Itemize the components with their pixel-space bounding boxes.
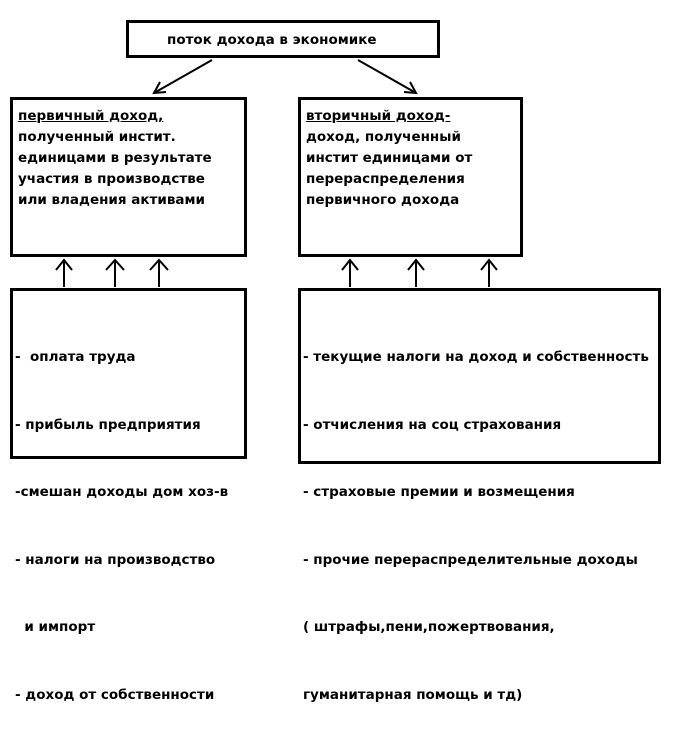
secondary-income-components-list: - текущие налоги на доход и собственност…: [303, 301, 649, 751]
arrow-primary-3: [149, 258, 169, 287]
list-item: -смешан доходы дом хоз-в: [15, 484, 229, 500]
list-item: - оплата труда: [15, 349, 136, 365]
arrow-secondary-1: [341, 258, 359, 287]
list-item: - прочие перераспределительные доходы: [303, 551, 638, 568]
arrow-title-to-primary: [152, 59, 213, 95]
list-item: - доход от собственности: [15, 686, 215, 703]
primary-income-line: участия в производстве: [18, 171, 205, 187]
arrow-secondary-2: [407, 258, 425, 287]
secondary-income-line: доход, полученный: [306, 129, 461, 145]
list-item: и импорт: [15, 619, 96, 635]
secondary-income-text: вторичный доход- доход, полученный инсти…: [306, 106, 472, 211]
list-item: - текущие налоги на доход и собственност…: [303, 349, 649, 365]
list-item: гуманитарная помощь и тд): [303, 686, 523, 703]
primary-income-line: или владения активами: [18, 192, 205, 208]
arrow-title-to-secondary: [357, 59, 418, 95]
primary-income-components-box: - оплата труда - прибыль предприятия -см…: [10, 288, 247, 703]
secondary-income-line: перераспределения: [306, 171, 465, 187]
primary-income-box: первичный доход, полученный инстит. един…: [10, 97, 247, 257]
primary-income-line: единицами в результате: [18, 150, 212, 166]
list-item: - отчисления на соц страхования: [303, 416, 562, 433]
secondary-income-components-box: - текущие налоги на доход и собственност…: [298, 288, 661, 703]
diagram-title: поток дохода в экономике: [167, 32, 377, 48]
secondary-income-line: инстит единицами от: [306, 150, 473, 166]
list-item: - страховые премии и возмещения: [303, 484, 575, 500]
secondary-income-box: вторичный доход- доход, полученный инсти…: [298, 97, 523, 257]
primary-income-line: полученный инстит.: [18, 129, 176, 145]
secondary-income-heading: вторичный доход-: [306, 108, 451, 124]
list-item: - налоги на производство: [15, 551, 216, 568]
primary-income-heading: первичный доход,: [18, 108, 164, 124]
list-item: - прибыль предприятия: [15, 416, 201, 433]
title-box: поток дохода в экономике: [126, 20, 440, 58]
primary-income-text: первичный доход, полученный инстит. един…: [18, 106, 212, 211]
arrow-primary-1: [55, 258, 73, 287]
arrow-secondary-3: [480, 258, 498, 287]
secondary-income-line: первичного дохода: [306, 192, 460, 208]
arrow-primary-2: [105, 258, 125, 287]
list-item: ( штрафы,пени,пожертвования,: [303, 619, 555, 635]
arrows-layer: [55, 59, 498, 287]
primary-income-components-list: - оплата труда - прибыль предприятия -см…: [15, 301, 228, 751]
